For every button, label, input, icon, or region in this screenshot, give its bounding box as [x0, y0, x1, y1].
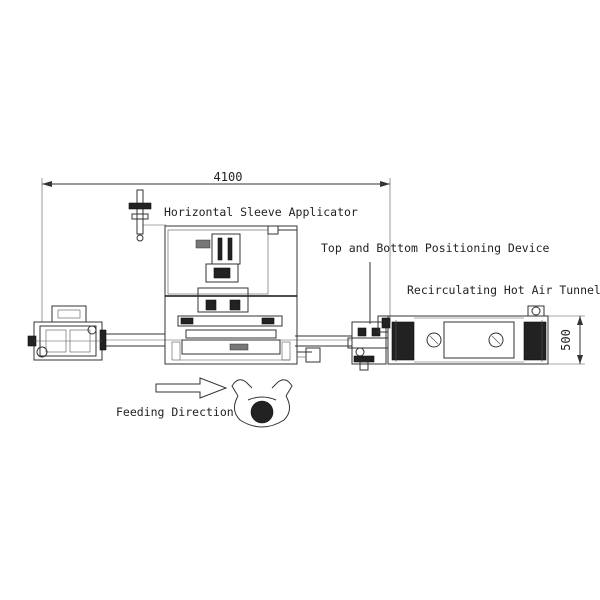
sleeve-applicator — [128, 189, 321, 365]
sleeve-applicator-label: Horizontal Sleeve Applicator — [164, 205, 358, 219]
positioning-device-label: Top and Bottom Positioning Device — [321, 241, 550, 255]
tunnel-width-label: 500 — [559, 329, 573, 351]
infeed-unit — [27, 305, 107, 361]
overall-length-label: 4100 — [214, 170, 243, 184]
operator-icon — [231, 379, 293, 428]
overall-length-dimension: 4100 — [41, 170, 391, 322]
hot-air-tunnel-label: Recirculating Hot Air Tunnel — [407, 283, 600, 297]
hot-air-tunnel — [381, 305, 549, 365]
tunnel-width-dimension: 500 — [548, 315, 585, 365]
positioning-device — [347, 262, 389, 371]
feeding-direction-label: Feeding Direction — [116, 405, 234, 419]
feed-arrow-icon — [155, 377, 228, 399]
